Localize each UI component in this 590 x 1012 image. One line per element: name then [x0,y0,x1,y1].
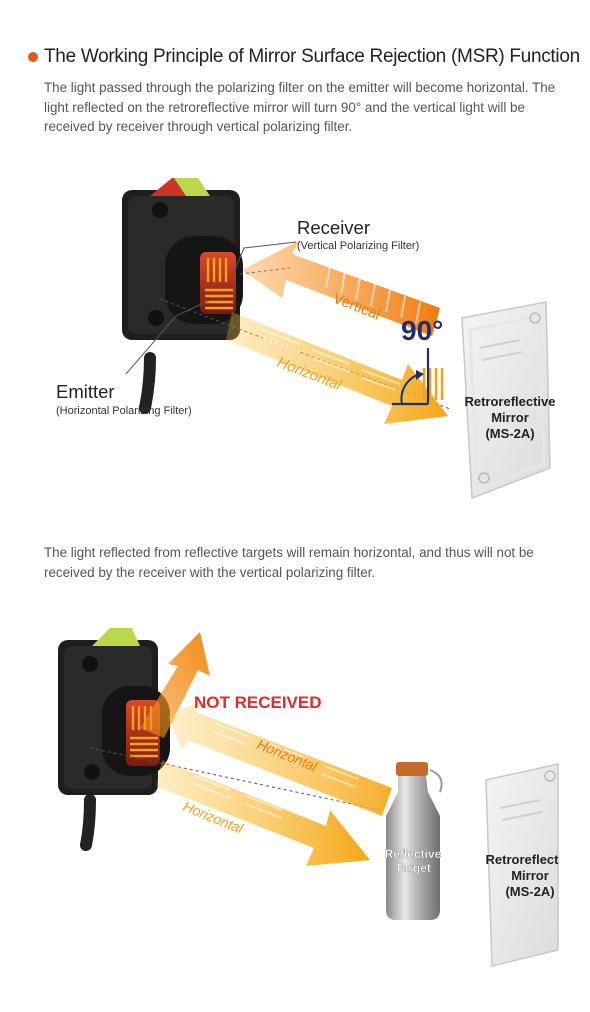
mirror-label-line2: Mirror [511,868,549,883]
description-1: The light passed through the polarizing … [44,80,556,134]
reflective-target-bottle [386,762,443,920]
page-title: The Working Principle of Mirror Surface … [44,46,580,67]
emitter-label: Emitter [56,381,115,402]
target-label-line1: Reflective [385,847,442,861]
emitter-horizontal-filter-icon [205,288,233,310]
mirror-label-line2: Mirror [491,410,529,425]
receiver-vertical-filter-icon [206,258,228,282]
target-label-line2: Target [395,861,431,875]
horizontal-emitted-beam [156,760,370,866]
photoelectric-sensor [122,178,243,414]
mount-hole-icon [152,202,168,218]
description-2: The light reflected from reflective targ… [44,545,534,580]
mount-hole-icon [82,656,98,672]
retroreflective-mirror [461,301,551,500]
sensor-cable [139,352,156,414]
mirror-label-line3: (MS-2A) [485,426,534,441]
photoelectric-sensor [58,628,170,851]
vertical-polarized-light-icon [422,368,444,400]
sensor-lens [200,252,236,314]
receiver-label: Receiver [297,217,370,238]
horizontal-emitted-beam [226,312,448,424]
mirror-label-line1: Retroreflect [486,852,560,867]
retroreflective-mirror [485,763,559,967]
indicator-green-icon [174,178,210,196]
rotation-90-icon [392,348,430,406]
mirror-label-line3: (MS-2A) [505,884,554,899]
deflected-beam-arrow [140,632,210,738]
receiver-sublabel: (Vertical Polarizing Filter) [297,240,419,252]
diagram-reflective-target: NOT RECEIVED Horizontal Horizontal Refle… [58,628,560,967]
section-header: The Working Principle of Mirror Surface … [28,46,580,68]
mirror-label-line1: Retroreflective [464,394,555,409]
not-received-label: NOT RECEIVED [194,693,322,712]
vertical-return-beam [242,240,440,336]
indicator-green-icon [92,628,140,646]
angle-label: 90° [401,315,443,346]
emitter-horizontal-filter-icon [130,736,158,758]
horizontal-return-beam [168,702,392,816]
emitter-sublabel: (Horizontal Polarizing Filter) [56,405,192,417]
diagram-msr-principle: 90° Vertical Horizontal Receiver (Vertic… [56,178,556,500]
bullet-dot-icon [28,52,38,62]
